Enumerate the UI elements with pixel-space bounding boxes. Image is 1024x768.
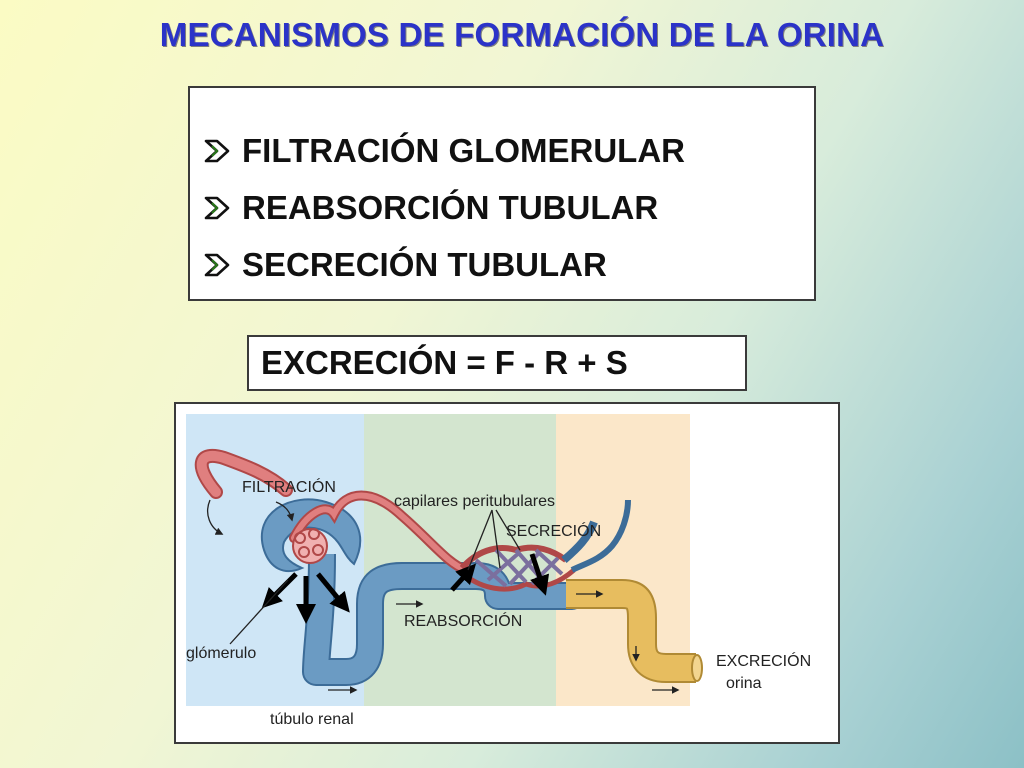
list-item-label: FILTRACIÓN GLOMERULAR bbox=[242, 131, 686, 169]
list-item: REABSORCIÓN TUBULAR bbox=[204, 179, 814, 236]
list-item: FILTRACIÓN GLOMERULAR bbox=[204, 122, 814, 179]
arrow-bullet-icon bbox=[204, 253, 230, 276]
flow-arrow bbox=[275, 501, 295, 522]
excretion-formula: EXCRECIÓN = F - R + S bbox=[247, 335, 747, 391]
label-glomerulo: glómerulo bbox=[186, 645, 256, 662]
label-reabsorcion: REABSORCIÓN bbox=[404, 611, 522, 630]
nephron-diagram: FILTRACIÓN capilares peritubulares SECRE… bbox=[174, 402, 840, 744]
list-item-label: SECRECIÓN TUBULAR bbox=[242, 245, 607, 283]
afferent-artery bbox=[194, 449, 471, 575]
secretion-arrow bbox=[529, 553, 550, 596]
reabsorption-arrow bbox=[450, 563, 477, 592]
label-excrecion: EXCRECIÓN bbox=[716, 651, 811, 670]
glomerulo-leader-line bbox=[229, 579, 289, 645]
label-capilares: capilares peritubulares bbox=[394, 493, 555, 510]
peritubular-capillaries bbox=[459, 499, 631, 592]
label-orina: orina bbox=[726, 675, 762, 692]
slide-title: MECANISMOS DE FORMACIÓN DE LA ORINA bbox=[159, 16, 885, 53]
label-filtracion: FILTRACIÓN bbox=[242, 477, 336, 496]
arrow-bullet-icon bbox=[204, 196, 230, 219]
label-secrecion: SECRECIÓN bbox=[506, 521, 601, 540]
list-item-label: REABSORCIÓN TUBULAR bbox=[242, 188, 659, 226]
urine-duct bbox=[566, 579, 703, 683]
arrow-bullet-icon bbox=[204, 139, 230, 162]
nephron-diagram-svg: FILTRACIÓN capilares peritubulares SECRE… bbox=[186, 414, 811, 728]
glomerulus-tuft bbox=[292, 528, 328, 564]
mechanisms-list-box: FILTRACIÓN GLOMERULAR REABSORCIÓN TUBULA… bbox=[188, 86, 816, 301]
capilares-leader-lines bbox=[467, 509, 521, 571]
flow-arrows bbox=[207, 499, 680, 694]
list-item: SECRECIÓN TUBULAR bbox=[204, 236, 814, 293]
label-tubulo: túbulo renal bbox=[270, 711, 354, 728]
flow-arrow bbox=[207, 499, 224, 535]
mechanisms-list: FILTRACIÓN GLOMERULAR REABSORCIÓN TUBULA… bbox=[190, 88, 814, 293]
filtration-arrow bbox=[316, 572, 350, 613]
